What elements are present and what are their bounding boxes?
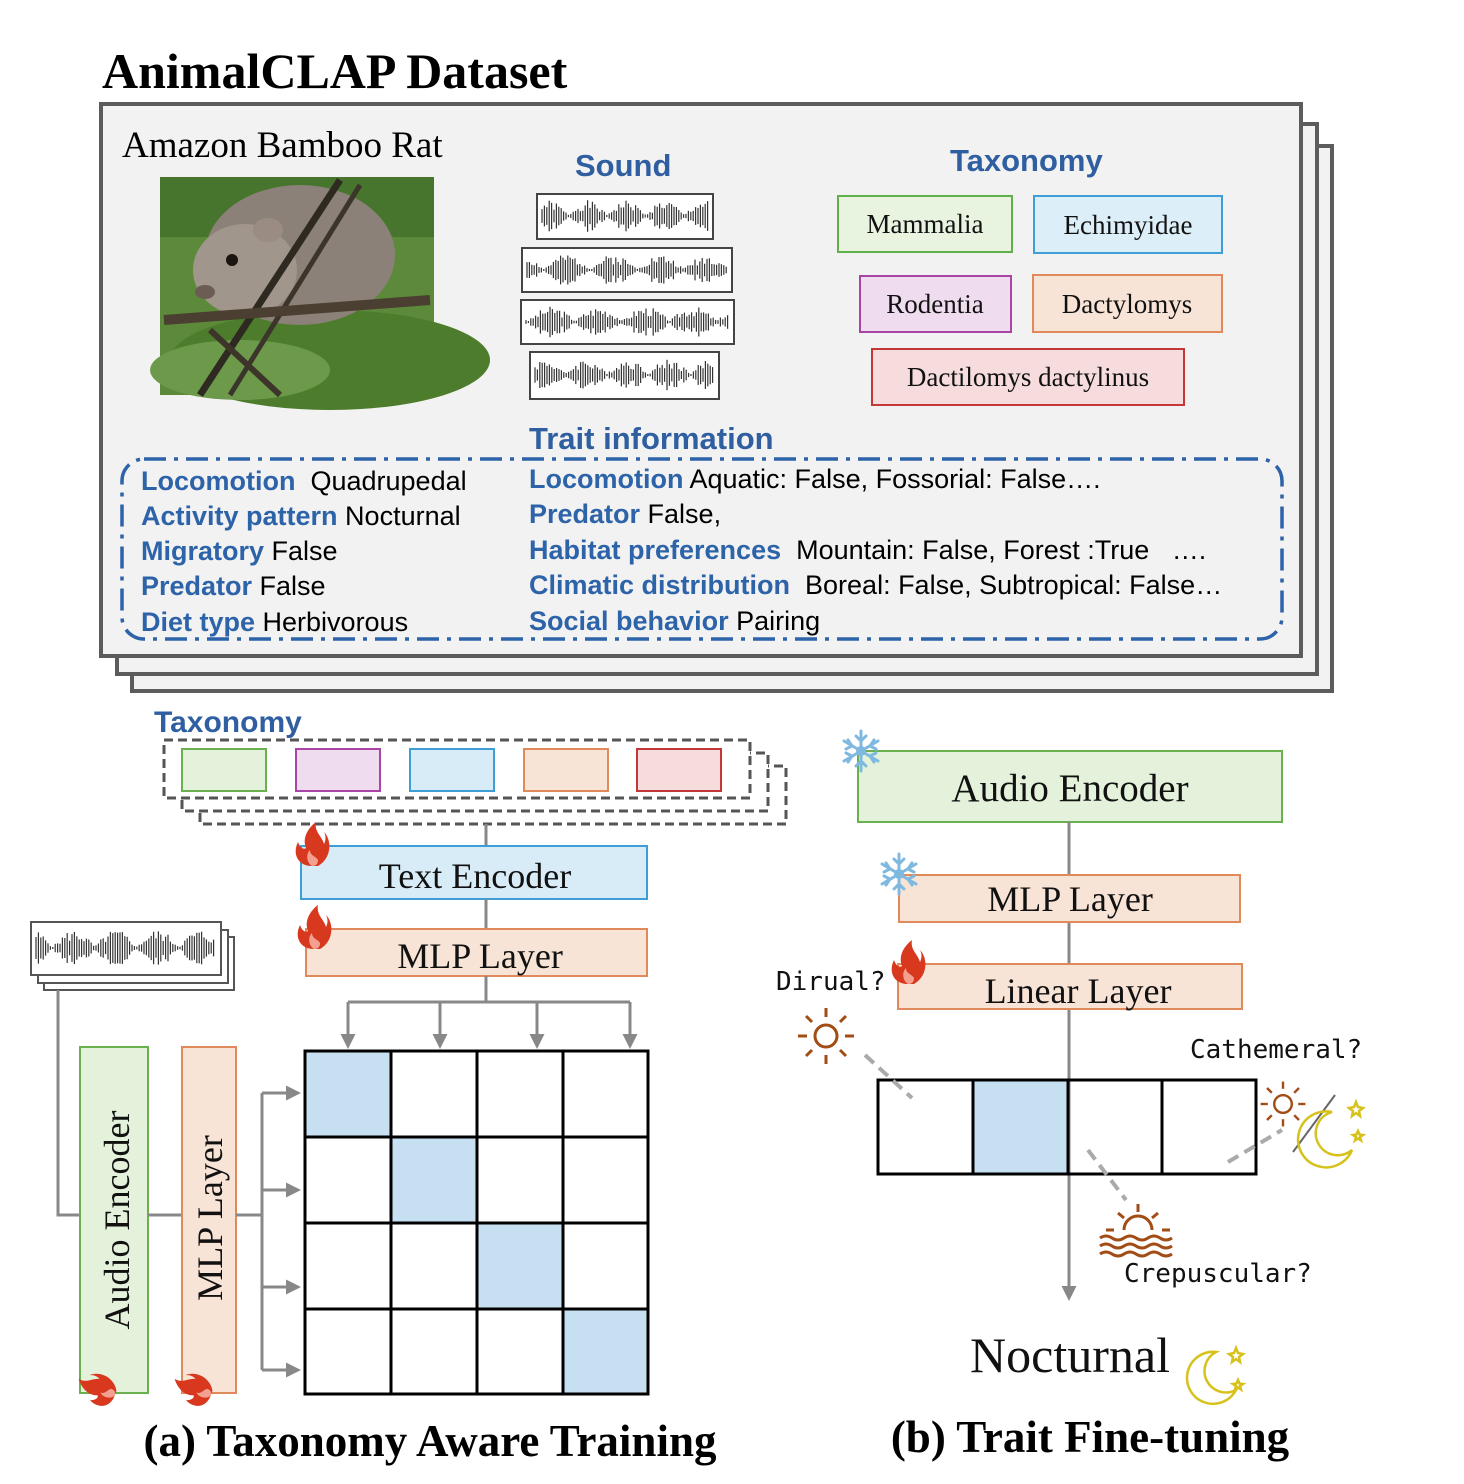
- b-linear-layer-box: [897, 963, 1243, 1010]
- text-encoder-box: [300, 845, 648, 900]
- trait-right-5: Social behavior Pairing: [529, 606, 820, 636]
- text-encoder-label: Text Encoder: [379, 856, 571, 896]
- sun-icon: [1260, 1081, 1306, 1127]
- matrix-cell-diag-2: [391, 1137, 477, 1223]
- b-linear-layer-label: Linear Layer: [985, 971, 1172, 1011]
- trait-classification-cells: [876, 1078, 1258, 1176]
- waveform-box-2: [521, 247, 733, 293]
- trait-right-1: Locomotion Aquatic: False, Fossorial: Fa…: [529, 464, 1101, 494]
- matrix-cell-diag-3: [477, 1223, 563, 1309]
- audio-input-waveform: [35, 931, 215, 965]
- traits-left: Locomotion Quadrupedal Activity pattern …: [141, 466, 467, 637]
- tag-box-dactilomys-dactylinus: [871, 348, 1185, 406]
- b-audio-encoder-box: [857, 750, 1283, 823]
- taxonomy-swatch-green: [181, 748, 267, 792]
- pointer-crepuscular: [1086, 1148, 1128, 1202]
- tag-dactylomys: Dactylomys: [1062, 289, 1192, 319]
- tag-dactilomys-dactylinus: Dactilomys dactylinus: [907, 362, 1149, 392]
- cathemeral-label: Cathemeral?: [1190, 1035, 1362, 1065]
- tag-echimyidae: Echimyidae: [1064, 210, 1193, 240]
- divider-slash: [1292, 1094, 1336, 1153]
- taxonomy-heading: Taxonomy: [950, 143, 1103, 178]
- trait-left-2: Activity pattern Nocturnal: [141, 501, 461, 531]
- taxonomy-tags: Mammalia Echimyidae Rodentia Dactylomys …: [837, 195, 1223, 406]
- trait-left-3: Migratory False: [141, 536, 338, 566]
- waveforms: [525, 200, 729, 391]
- text-fanout-arrows: [340, 976, 638, 1049]
- taxonomy-swatch-blue: [409, 748, 495, 792]
- taxonomy-swatch-orange: [523, 748, 609, 792]
- flame-icon: [891, 940, 926, 984]
- trait-left-1: Locomotion Quadrupedal: [141, 466, 467, 496]
- trait-cell-highlight: [973, 1080, 1068, 1174]
- trait-heading: Trait information: [529, 421, 774, 456]
- moon-icon: [1296, 1098, 1367, 1169]
- matrix-cell-diag-4: [563, 1309, 648, 1394]
- audio-fanout-arrows: [236, 1085, 301, 1378]
- tag-box-rodentia: [859, 275, 1012, 333]
- flame-icon: [295, 822, 330, 866]
- tag-mammalia: Mammalia: [867, 209, 984, 239]
- dirual-label: Dirual?: [776, 967, 886, 997]
- flame-icon: [297, 905, 332, 949]
- similarity-matrix: [303, 1049, 650, 1396]
- sunset-icon: [1099, 1204, 1173, 1258]
- mlp-layer-box: [305, 928, 648, 977]
- animal-photo: [150, 177, 490, 410]
- taxonomy-swatch-purple: [295, 748, 381, 792]
- trait-right-2: Predator False,: [529, 499, 721, 529]
- b-audio-encoder-label: Audio Encoder: [951, 767, 1188, 810]
- crepuscular-label: Crepuscular?: [1124, 1259, 1312, 1289]
- pointer-cathemeral: [1226, 1128, 1284, 1164]
- audio-encoder-vertical-box: [79, 1046, 149, 1394]
- trait-dashed-frame: [120, 457, 1284, 641]
- trait-left-4: Predator False: [141, 571, 326, 601]
- trait-right-4: Climatic distribution Boreal: False, Sub…: [529, 570, 1222, 600]
- tag-box-mammalia: [837, 195, 1013, 253]
- b-mlp-layer-label: MLP Layer: [987, 879, 1153, 919]
- mlp-layer-label: MLP Layer: [397, 936, 563, 976]
- matrix-cell-diag-1: [305, 1051, 391, 1137]
- sound-heading: Sound: [575, 148, 671, 183]
- panel-a-caption: (a) Taxonomy Aware Training: [143, 1416, 717, 1466]
- panel-b-caption: (b) Trait Fine-tuning: [891, 1412, 1290, 1462]
- mlp-layer-vertical-label: MLP Layer: [190, 1135, 230, 1301]
- connector-audio-input-to-encoder: [56, 990, 80, 1217]
- taxonomy-swatch-red: [636, 748, 722, 792]
- trait-right-3: Habitat preferences Mountain: False, For…: [529, 535, 1206, 565]
- moon-icon: [1185, 1344, 1247, 1406]
- panel-a-taxonomy-label: Taxonomy: [154, 706, 302, 739]
- pointer-dirual: [863, 1053, 914, 1100]
- sun-icon: [798, 1008, 854, 1064]
- tag-box-echimyidae: [1033, 195, 1223, 254]
- tag-box-dactylomys: [1032, 274, 1223, 333]
- result-label: Nocturnal: [970, 1327, 1170, 1383]
- trait-left-5: Diet type Herbivorous: [141, 607, 408, 637]
- tag-rodentia: Rodentia: [886, 289, 983, 319]
- figure-title: AnimalCLAP Dataset: [102, 43, 568, 99]
- traits-right: Locomotion Aquatic: False, Fossorial: Fa…: [529, 464, 1222, 636]
- b-mlp-layer-box: [898, 874, 1241, 923]
- species-name: Amazon Bamboo Rat: [122, 125, 443, 166]
- mlp-layer-vertical-box: [181, 1046, 237, 1394]
- audio-encoder-vertical-label: Audio Encoder: [97, 1111, 137, 1330]
